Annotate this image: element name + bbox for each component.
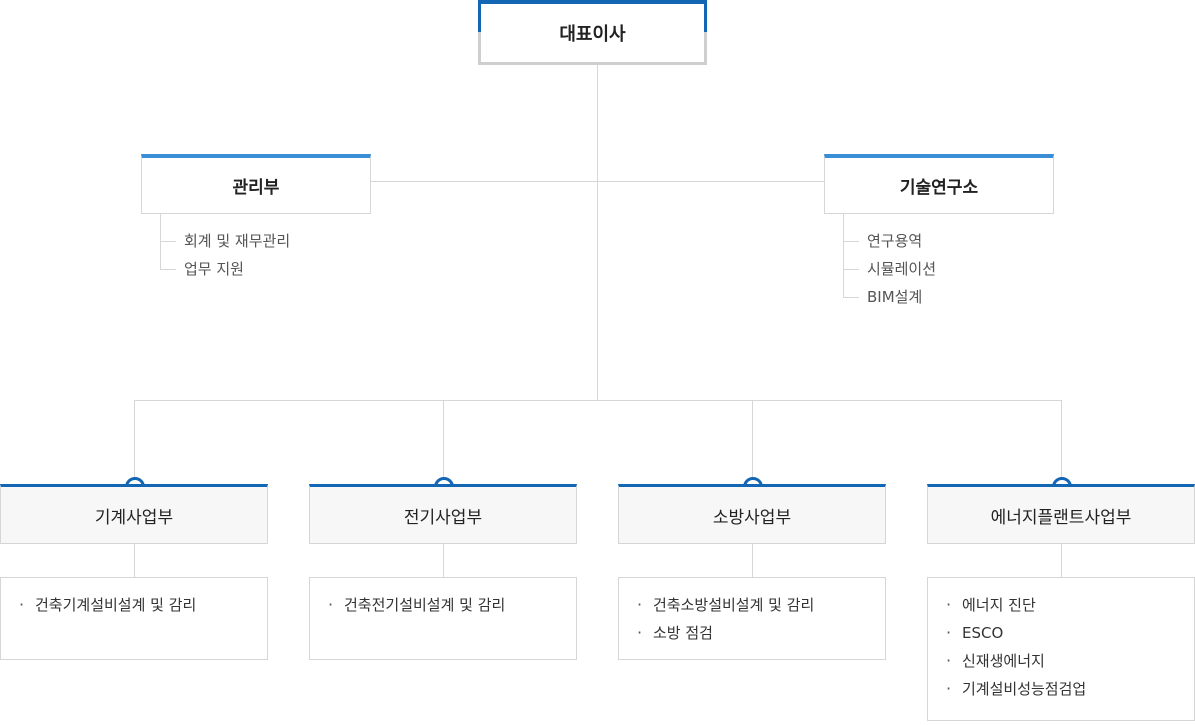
research-box: 기술연구소 [824,154,1054,214]
dept-box-fire: 소방사업부 [618,484,886,544]
list-item: 시뮬레이션 [843,255,936,283]
dept-box-electrical: 전기사업부 [309,484,577,544]
research-items: 연구용역 시뮬레이션 BIM설계 [843,227,936,311]
list-item: BIM설계 [843,283,936,311]
dept-box-energy-plant: 에너지플랜트사업부 [927,484,1195,544]
dept-label: 소방사업부 [712,507,792,528]
list-item: 신재생에너지 [946,648,1176,676]
dept-drop-line-4 [1061,400,1062,480]
duty-box-electrical: 건축전기설비설계 및 감리 [309,577,577,660]
research-sub-line [843,214,844,297]
list-item: 회계 및 재무관리 [160,227,290,255]
duty-box-fire: 건축소방설비설계 및 감리 소방 점검 [618,577,886,660]
duty-connector-4 [1061,544,1062,577]
research-label: 기술연구소 [899,178,979,198]
list-item: 건축기계설비설계 및 감리 [19,592,249,620]
management-label: 관리부 [232,178,280,198]
dept-label: 에너지플랜트사업부 [990,507,1132,528]
departments-horizontal-line [134,400,1062,401]
dept-drop-line-3 [752,400,753,480]
dept-box-mechanical: 기계사업부 [0,484,268,544]
list-item: 건축전기설비설계 및 감리 [328,592,558,620]
staff-horizontal-line [370,181,825,182]
management-box: 관리부 [141,154,371,214]
ceo-box: 대표이사 [478,0,707,65]
ceo-label: 대표이사 [559,24,626,45]
list-item: 소방 점검 [637,620,867,648]
list-item: ESCO [946,620,1176,648]
ceo-trunk-line [597,65,598,401]
dept-label: 전기사업부 [403,507,483,528]
list-item: 업무 지원 [160,255,290,283]
duty-connector-3 [752,544,753,577]
list-item: 건축소방설비설계 및 감리 [637,592,867,620]
duty-connector-1 [134,544,135,577]
management-items: 회계 및 재무관리 업무 지원 [160,227,290,283]
duty-box-energy-plant: 에너지 진단 ESCO 신재생에너지 기계설비성능점검업 [927,577,1195,721]
list-item: 기계설비성능점검업 [946,676,1176,704]
list-item: 연구용역 [843,227,936,255]
dept-drop-line-1 [134,400,135,480]
dept-label: 기계사업부 [94,507,174,528]
list-item: 에너지 진단 [946,592,1176,620]
dept-drop-line-2 [443,400,444,480]
duty-connector-2 [443,544,444,577]
duty-box-mechanical: 건축기계설비설계 및 감리 [0,577,268,660]
